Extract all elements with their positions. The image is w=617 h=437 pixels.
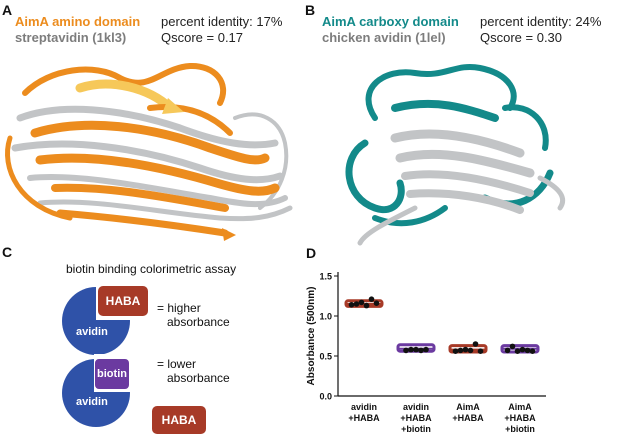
data-point [462,346,469,353]
higher-line-2: absorbance [167,315,230,329]
panel-a-identity: percent identity: 17% [161,14,283,29]
y-axis-label: Absorbance (500nm) [306,287,317,386]
panel-b-structure-label: chicken avidin (1lel) [322,30,446,45]
biotin-bound-box: biotin [95,359,129,389]
x-tick-label: +HABA [504,413,536,423]
avidin-structure-image [345,64,566,246]
absorbance-chart: D Absorbance (500nm) 0.00.51.01.5avidin+… [306,245,546,434]
x-tick-label: +HABA [452,413,484,423]
panel-a-qscore: Qscore = 0.17 [161,30,244,45]
x-tick-label: +HABA [348,413,380,423]
data-point [348,302,355,308]
y-tick-label: 0.5 [319,352,332,362]
data-point [423,346,429,353]
data-point [477,348,484,354]
panel-a-domain-label: AimA amino domain [15,14,141,29]
data-point [457,347,464,354]
data-point [368,296,375,302]
data-point [413,346,419,353]
data-point [519,346,526,353]
x-tick-label: +biotin [505,424,535,434]
x-tick-label: avidin [403,402,429,412]
x-tick-label: AimA [456,402,480,412]
y-tick-label: 1.0 [319,312,332,322]
haba-bound-label: HABA [105,294,141,308]
panel-b-qscore: Qscore = 0.30 [480,30,563,45]
data-point [514,348,521,354]
data-point [452,348,459,354]
haba-bound-box: HABA [98,286,148,316]
data-point [373,300,380,306]
x-tick-label: +HABA [400,413,432,423]
avidin-label-top: avidin [76,326,108,338]
y-tick-label: 1.5 [319,272,332,282]
avidin-label-bottom: avidin [76,396,108,408]
data-point [403,347,409,354]
x-tick-label: AimA [508,402,532,412]
data-point [524,347,531,354]
haba-free-box: HABA [152,406,206,434]
data-point [418,347,424,354]
panel-b-identity: percent identity: 24% [480,14,602,29]
lower-line-2: absorbance [167,371,230,385]
streptavidin-structure-image [5,62,293,241]
data-point [529,348,536,354]
data-point [472,341,479,347]
data-point [358,299,365,306]
data-point [509,343,516,350]
plot-area: 0.00.51.01.5avidin+HABAavidin+HABA+bioti… [319,272,546,434]
data-point [504,347,511,354]
data-point [467,347,474,354]
higher-line-1: = higher [157,301,201,315]
panel-a-letter: A [2,2,13,18]
data-point [408,346,414,353]
y-tick-label: 0.0 [319,392,332,402]
haba-free-label: HABA [161,413,197,427]
lower-absorbance-text: = lower absorbance [157,357,230,385]
lower-line-1: = lower [157,357,197,371]
higher-absorbance-text: = higher absorbance [157,301,230,329]
data-point [353,301,360,307]
assay-title: biotin binding colorimetric assay [66,262,237,276]
x-tick-label: +biotin [401,424,431,434]
biotin-bound-label: biotin [97,368,127,380]
panel-c-letter: C [2,244,13,260]
data-point [363,302,370,309]
panel-b-letter: B [305,2,316,18]
x-tick-label: avidin [351,402,377,412]
panel-a-structure-label: streptavidin (1kl3) [15,30,127,45]
panel-b-domain-label: AimA carboxy domain [322,14,459,29]
panel-d-letter: D [306,245,316,261]
